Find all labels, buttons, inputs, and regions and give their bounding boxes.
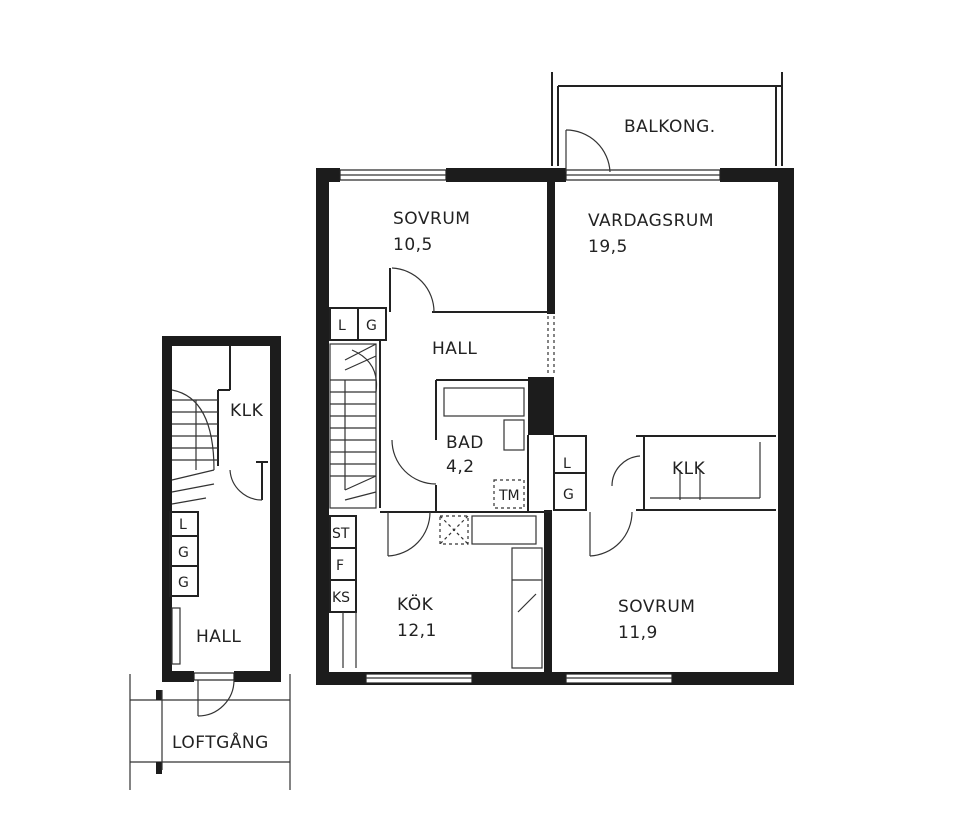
tm-box <box>493 479 525 509</box>
kok-name: KÖK <box>397 593 434 615</box>
bad-area: 4,2 <box>446 457 475 477</box>
vardagsrum-area: 19,5 <box>588 237 628 257</box>
kitchen-st: ST <box>332 526 350 542</box>
lg-top-l: L <box>338 318 346 334</box>
lg-top-g: G <box>366 318 377 334</box>
windows <box>339 169 721 684</box>
door-swings <box>387 129 641 557</box>
sovrum-top-name: SOVRUM <box>393 209 470 229</box>
lgg-left-g1: G <box>178 545 189 561</box>
lower-floor-walls <box>162 336 281 682</box>
lower-floor-partitions <box>169 346 268 717</box>
interior-partitions <box>329 268 776 669</box>
lgg-left-g2: G <box>178 575 189 591</box>
lower-stairs <box>171 389 218 505</box>
main-walls <box>316 168 794 685</box>
bad-name: BAD <box>446 433 484 453</box>
kitchen-f: F <box>336 558 344 574</box>
sovrum-bottom-area: 11,9 <box>618 623 658 643</box>
hall-left-label: HALL <box>196 627 241 647</box>
lgg-left-l: L <box>179 517 187 533</box>
main-stairs <box>329 343 378 509</box>
lg-right-l: L <box>563 456 571 472</box>
balkong-label: BALKONG. <box>624 117 716 137</box>
sovrum-top-area: 10,5 <box>393 235 433 255</box>
tm-label: TM <box>498 488 520 504</box>
balcony <box>551 72 783 166</box>
klk-left-label: KLK <box>230 401 264 421</box>
vardagsrum-name: VARDAGSRUM <box>588 211 714 231</box>
hall-main-label: HALL <box>432 339 477 359</box>
kok-area: 12,1 <box>397 621 437 641</box>
loftgang-label: LOFTGÅNG <box>172 731 269 753</box>
kitchen-ks: KS <box>332 590 350 606</box>
sovrum-bottom-name: SOVRUM <box>618 597 695 617</box>
klk-right-label: KLK <box>672 459 706 479</box>
lg-right-g: G <box>563 487 574 503</box>
loftgang-rails <box>129 674 291 790</box>
